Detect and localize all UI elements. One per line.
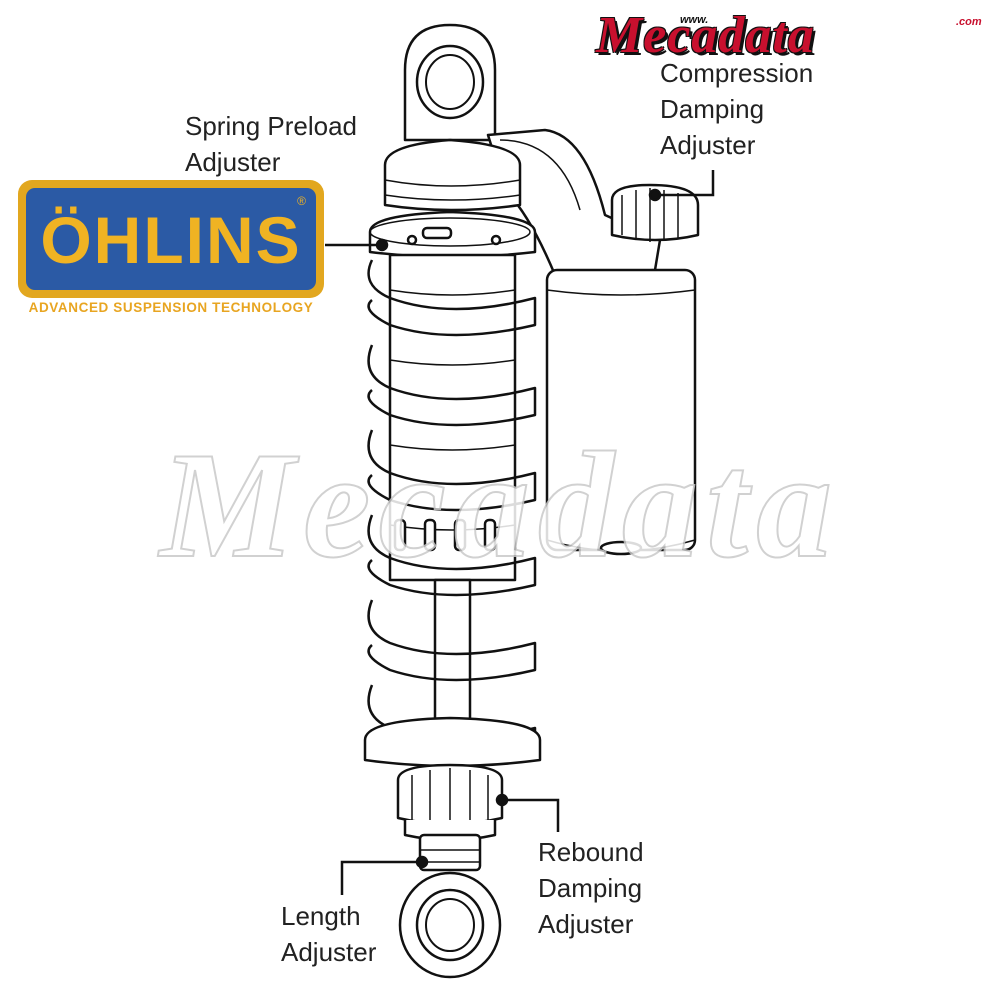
mecadata-logo-text: Mecadata xyxy=(596,7,815,64)
bottom-eyelet xyxy=(398,871,502,979)
mecadata-logo-suffix: .com xyxy=(956,16,982,28)
length-leader xyxy=(340,860,420,895)
top-eyelet xyxy=(403,23,497,142)
ohlins-logo: ÖHLINS ® xyxy=(18,180,324,298)
length-label: Length Adjuster xyxy=(281,898,376,970)
length-adjuster-nut xyxy=(418,833,482,872)
mecadata-logo-prefix: www. xyxy=(680,14,709,26)
compression-label-line: Compression xyxy=(660,58,814,88)
spring-preload-label-line: Spring Preload xyxy=(185,111,357,141)
compression-label-line: Damping xyxy=(660,94,765,124)
rebound-dot xyxy=(495,793,509,807)
spring-preload-label: Spring Preload Adjuster xyxy=(185,108,357,180)
length-label-line: Length xyxy=(281,901,361,931)
upper-head xyxy=(383,138,522,212)
spring-preload-collar xyxy=(368,210,537,259)
compression-label: Compression Damping Adjuster xyxy=(660,55,813,163)
rebound-label-line: Damping xyxy=(538,873,643,903)
ohlins-logo-text: ÖHLINS xyxy=(40,203,302,277)
compression-leader xyxy=(658,170,715,197)
coil-spring xyxy=(367,259,537,767)
ohlins-logo-panel: ÖHLINS ® xyxy=(26,188,316,290)
rebound-label-line: Adjuster xyxy=(538,909,634,939)
reservoir-canister xyxy=(545,268,697,556)
spring-preload-dot xyxy=(375,238,389,252)
ohlins-tagline: ADVANCED SUSPENSION TECHNOLOGY xyxy=(28,300,314,315)
spring-preload-label-line: Adjuster xyxy=(185,147,281,177)
rebound-adjuster-knob xyxy=(396,763,504,842)
compression-dot xyxy=(648,188,662,202)
rebound-label: Rebound Damping Adjuster xyxy=(538,834,644,942)
length-label-line: Adjuster xyxy=(281,937,377,967)
length-dot xyxy=(415,855,429,869)
rebound-leader xyxy=(505,798,560,832)
lower-spring-seat xyxy=(363,716,542,768)
mecadata-logo: Mecadata www. .com xyxy=(596,7,982,64)
compression-label-line: Adjuster xyxy=(660,130,756,160)
registered-mark: ® xyxy=(297,194,306,208)
rebound-label-line: Rebound xyxy=(538,837,644,867)
